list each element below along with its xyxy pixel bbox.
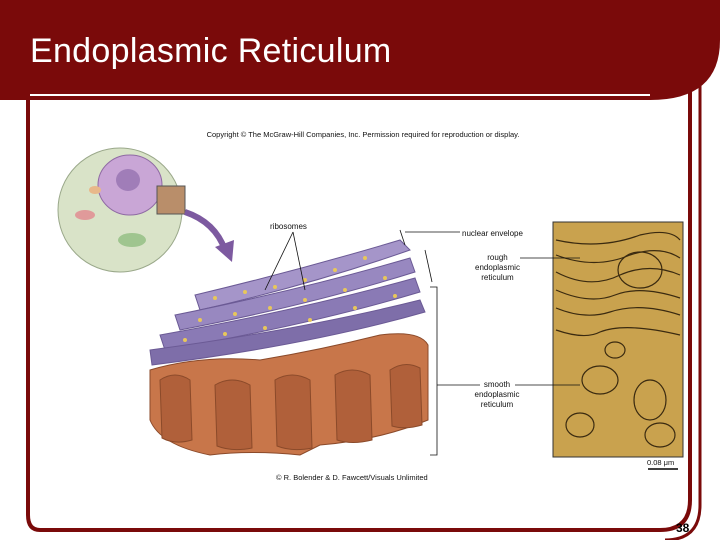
copyright-notice: Copyright © The McGraw-Hill Companies, I… bbox=[206, 130, 520, 139]
page-number: 38 bbox=[676, 521, 690, 535]
title-bar bbox=[0, 0, 720, 100]
smooth-er-label-line1: smooth bbox=[483, 380, 511, 389]
nuclear-envelope-label: nuclear envelope bbox=[462, 229, 523, 238]
image-credit: © R. Bolender & D. Fawcett/Visuals Unlim… bbox=[276, 473, 428, 482]
smooth-er-label: smooth endoplasmic reticulum bbox=[462, 380, 532, 410]
rough-er-label-line2: endoplasmic bbox=[475, 263, 520, 272]
rough-er-label-line1: rough bbox=[487, 253, 508, 262]
label-leader-lines bbox=[264, 229, 580, 456]
scale-bar-label: 0.08 μm bbox=[647, 458, 675, 467]
rough-er-drawing bbox=[149, 239, 426, 366]
cell-inset bbox=[57, 147, 186, 273]
electron-micrograph bbox=[552, 221, 684, 458]
smooth-er-drawing bbox=[149, 333, 429, 456]
smooth-er-label-line2: endoplasmic bbox=[474, 390, 520, 399]
smooth-er-label-line3: reticulum bbox=[480, 400, 514, 409]
rough-er-label-line3: reticulum bbox=[481, 273, 514, 282]
zoom-arrow bbox=[183, 209, 234, 262]
rough-er-label: rough endoplasmic reticulum bbox=[465, 253, 530, 283]
ribosomes-label: ribosomes bbox=[270, 222, 307, 231]
slide-title: Endoplasmic Reticulum bbox=[30, 32, 392, 70]
